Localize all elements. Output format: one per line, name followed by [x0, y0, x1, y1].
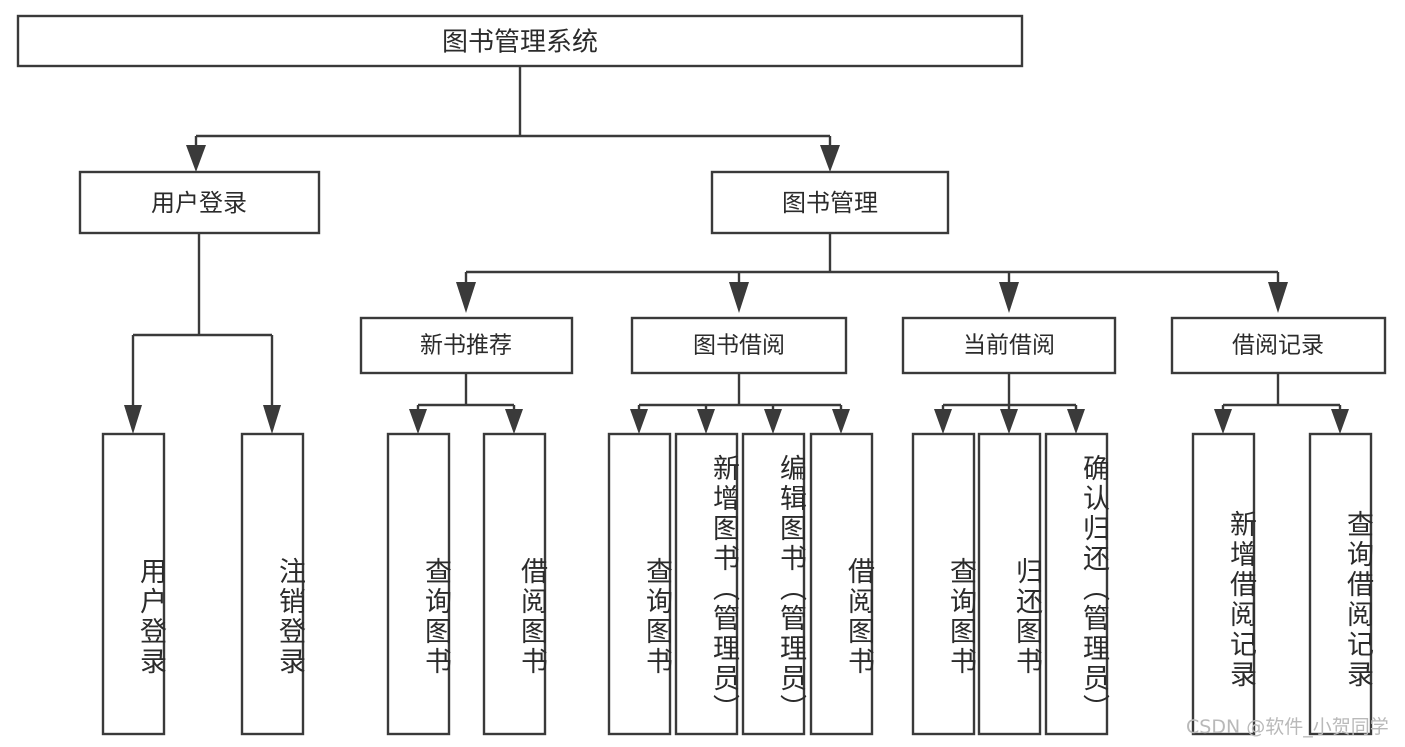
- node-leaf-user-login[interactable]: [101, 432, 166, 736]
- label-book-borrow: 图书借阅: [693, 333, 785, 359]
- node-layer: [16, 14, 1387, 736]
- arrowhead-icon: [934, 409, 952, 434]
- node-user-login[interactable]: [78, 170, 321, 235]
- node-book-management[interactable]: [710, 170, 950, 235]
- label-borrow-records: 借阅记录: [1232, 333, 1324, 359]
- arrowhead-icon: [697, 409, 715, 434]
- arrowhead-icon: [263, 405, 281, 434]
- watermark: CSDN @软件_小贺同学: [1186, 716, 1389, 738]
- arrowhead-icon: [764, 409, 782, 434]
- arrowhead-icon: [456, 282, 476, 313]
- label-root: 图书管理系统: [442, 28, 598, 58]
- horizontal-label-layer: 图书管理系统 用户登录 图书管理 新书推荐 图书借阅 当前借阅 借阅记录: [151, 28, 1324, 359]
- arrowhead-icon: [820, 145, 840, 172]
- node-leaf-add-borrow-record[interactable]: [1191, 432, 1256, 736]
- node-leaf-query-borrow-record[interactable]: [1308, 432, 1373, 736]
- arrowhead-layer: [124, 145, 1349, 434]
- arrowhead-icon: [729, 282, 749, 313]
- arrowhead-icon: [1268, 282, 1288, 313]
- node-leaf-borrow-book-recommend[interactable]: [482, 432, 547, 736]
- label-current-borrow: 当前借阅: [963, 333, 1055, 359]
- node-borrow-records[interactable]: [1170, 316, 1387, 375]
- node-leaf-confirm-return-admin[interactable]: [1044, 432, 1109, 736]
- arrowhead-icon: [832, 409, 850, 434]
- arrowhead-icon: [409, 409, 427, 434]
- node-leaf-query-book-recommend[interactable]: [386, 432, 451, 736]
- arrowhead-icon: [630, 409, 648, 434]
- arrowhead-icon: [505, 409, 523, 434]
- node-leaf-edit-book-admin[interactable]: [741, 432, 806, 736]
- arrowhead-icon: [124, 405, 142, 434]
- arrowhead-icon: [1067, 409, 1085, 434]
- arrowhead-icon: [186, 145, 206, 172]
- node-leaf-query-book-borrow[interactable]: [607, 432, 672, 736]
- node-current-borrow[interactable]: [901, 316, 1117, 375]
- node-leaf-return-book[interactable]: [977, 432, 1042, 736]
- label-book-management: 图书管理: [782, 189, 878, 217]
- node-leaf-borrow-book[interactable]: [809, 432, 874, 736]
- label-new-book-recommend: 新书推荐: [420, 333, 512, 359]
- node-root-book-management-system[interactable]: [16, 14, 1024, 68]
- arrowhead-icon: [999, 282, 1019, 313]
- node-leaf-query-book-current[interactable]: [911, 432, 976, 736]
- node-book-borrow[interactable]: [630, 316, 848, 375]
- node-leaf-logout[interactable]: [240, 432, 305, 736]
- node-leaf-add-book-admin[interactable]: [674, 432, 739, 736]
- label-user-login: 用户登录: [151, 189, 247, 217]
- node-new-book-recommend[interactable]: [359, 316, 574, 375]
- arrowhead-icon: [1000, 409, 1018, 434]
- arrowhead-icon: [1331, 409, 1349, 434]
- arrowhead-icon: [1214, 409, 1232, 434]
